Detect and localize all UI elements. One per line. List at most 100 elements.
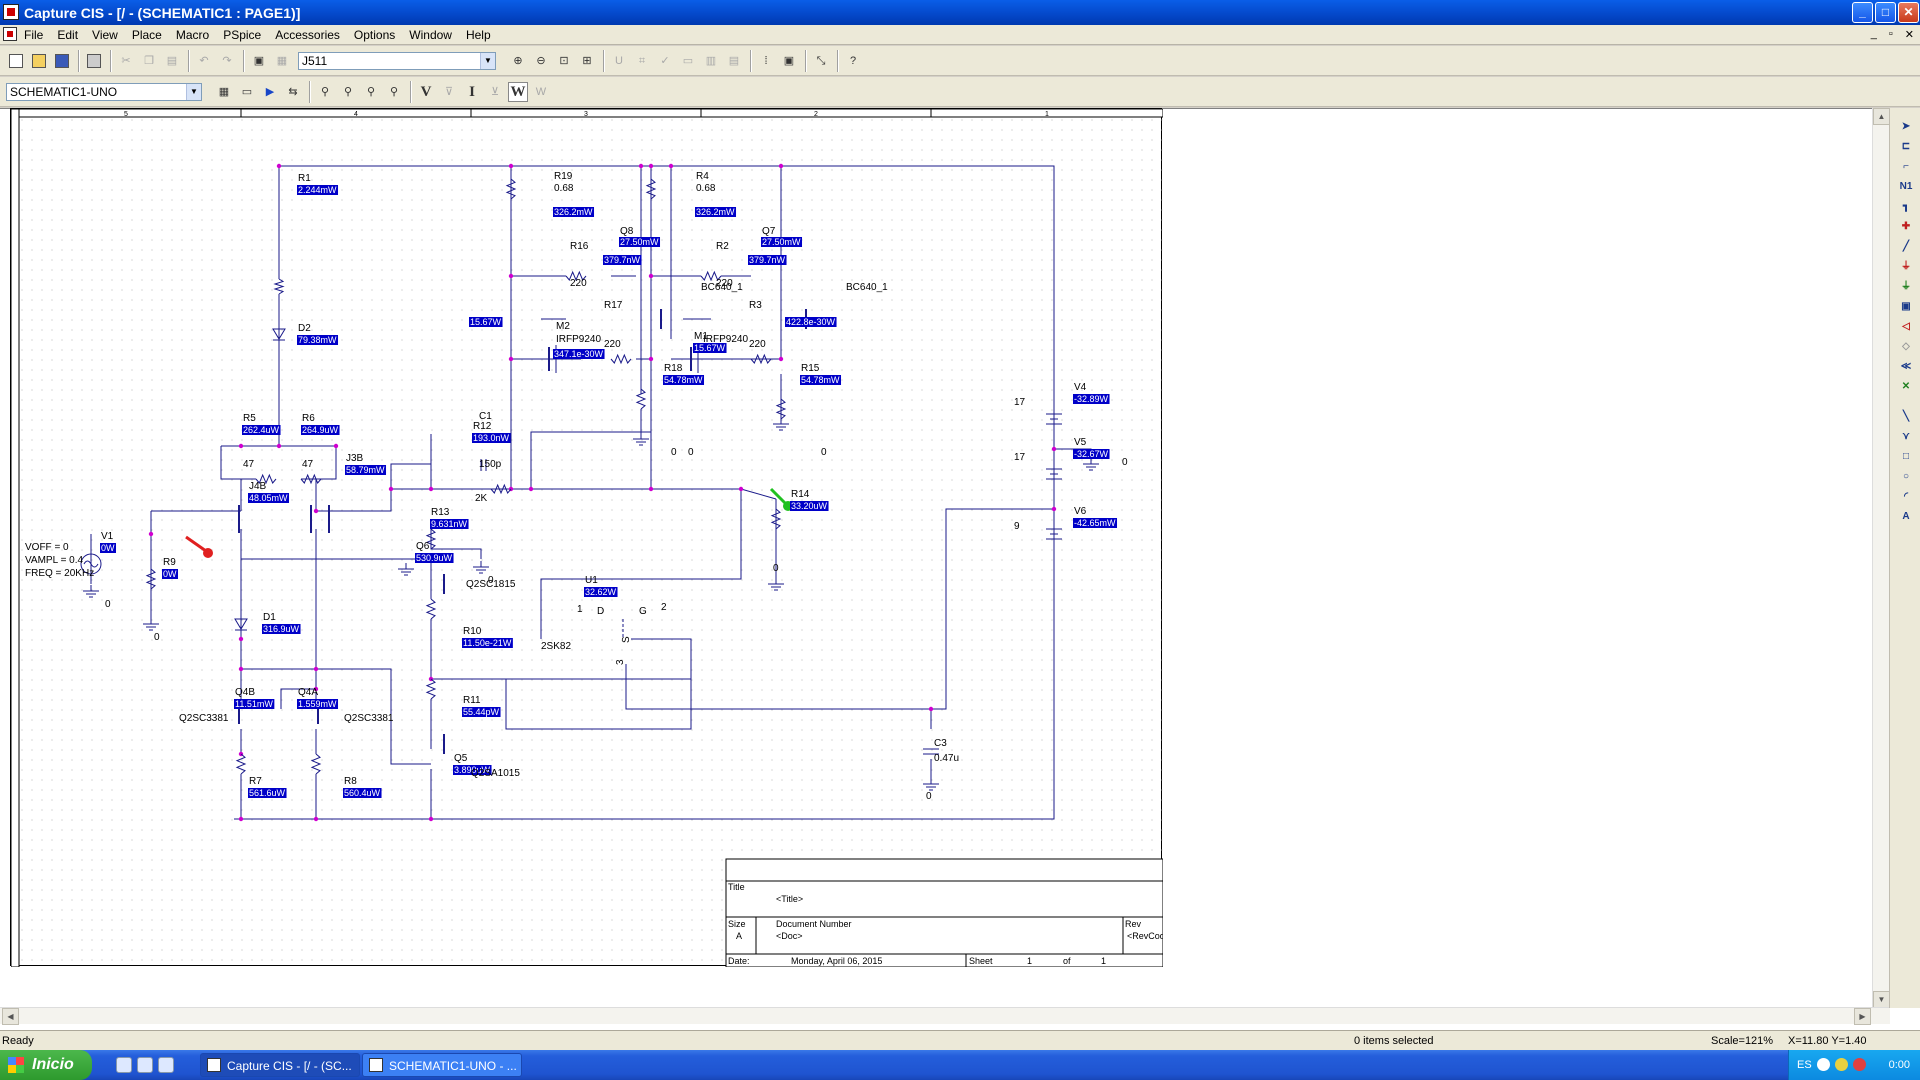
cross-reference-icon[interactable]: ▥ <box>705 55 717 67</box>
app-icon[interactable] <box>3 4 19 20</box>
voltage-toggle-icon[interactable]: ⊽ <box>444 86 454 98</box>
power-toggle-icon[interactable]: W <box>535 86 547 98</box>
project-manager-icon[interactable]: ▣ <box>783 55 795 67</box>
menu-item-options[interactable]: Options <box>353 28 396 42</box>
part-r15-value[interactable]: 54.78mW <box>801 375 840 385</box>
part-r19-value[interactable]: 326.2mW <box>554 207 593 217</box>
voltage-probe-icon[interactable] <box>769 487 788 506</box>
place-hierarchical-pin-icon[interactable]: ◇ <box>1902 341 1910 352</box>
part-m1-value[interactable]: 15.67W <box>694 343 726 353</box>
scroll-left-icon[interactable]: ◀ <box>2 1008 19 1025</box>
part-q4b-value[interactable]: 11.51mW <box>235 699 273 709</box>
scroll-up-icon[interactable]: ▲ <box>1873 108 1890 125</box>
part-r9-value[interactable]: 0W <box>163 569 177 579</box>
part-u1-value[interactable]: 32.62W <box>585 587 617 597</box>
redo-icon[interactable]: ↷ <box>222 55 232 67</box>
part-q8-value[interactable]: 27.50mW <box>620 237 659 247</box>
place-hierarchical-port-icon[interactable]: ◁ <box>1902 321 1910 332</box>
close-button[interactable]: ✕ <box>1898 2 1919 23</box>
part-j3b-value[interactable]: 58.79mW <box>346 465 385 475</box>
place-ellipse-icon[interactable]: ○ <box>1902 471 1910 482</box>
menu-item-edit[interactable]: Edit <box>57 28 79 42</box>
menu-item-accessories[interactable]: Accessories <box>275 28 340 42</box>
place-arc-icon[interactable]: ◜ <box>1904 491 1908 502</box>
part-q4a-value[interactable]: 1.559mW <box>298 699 337 709</box>
vertical-scrollbar[interactable]: ▲ ▼ <box>1872 108 1890 1008</box>
menu-item-pspice[interactable]: PSpice <box>223 28 262 42</box>
voltage-source-v1-icon[interactable] <box>80 553 102 575</box>
date-value[interactable]: Monday, April 06, 2015 <box>791 956 882 966</box>
zoom-out-icon[interactable]: ⊖ <box>536 55 546 67</box>
copy-icon[interactable]: ❐ <box>144 55 154 67</box>
desktop-icon[interactable] <box>137 1057 153 1073</box>
part-r13-value[interactable]: 9.631nW <box>431 519 468 529</box>
menu-item-macro[interactable]: Macro <box>175 28 210 42</box>
part-q5-value[interactable]: 3.890uW <box>454 765 491 775</box>
place-line-icon[interactable]: ╲ <box>1902 411 1910 422</box>
probe-voltage-icon[interactable]: ⚲ <box>320 86 330 98</box>
zoom-area-icon[interactable]: ⊡ <box>559 55 569 67</box>
diode-d1-icon[interactable] <box>234 618 248 630</box>
start-button[interactable]: Inicio <box>0 1050 92 1080</box>
cut-icon[interactable]: ✂ <box>121 55 131 67</box>
menu-item-view[interactable]: View <box>92 28 118 42</box>
place-bus-entry-icon[interactable]: ╱ <box>1902 241 1910 252</box>
maximize-button[interactable]: □ <box>1875 2 1896 23</box>
place-offpage-connector-icon[interactable]: ≪ <box>1900 361 1912 372</box>
part-q7-value[interactable]: 27.50mW <box>762 237 801 247</box>
place-hierarchical-block-icon[interactable]: ▣ <box>1901 301 1911 312</box>
docnum-value[interactable]: <Doc> <box>776 931 803 941</box>
part-r2-value[interactable]: 379.7nW <box>749 255 786 265</box>
part-j4b-value[interactable]: 48.05mW <box>249 493 288 503</box>
part-r18-value[interactable]: 54.78mW <box>664 375 703 385</box>
place-text-icon[interactable]: A <box>1902 511 1910 522</box>
view-results-icon[interactable]: ⇆ <box>288 86 298 98</box>
help-icon[interactable]: ? <box>849 55 857 67</box>
place-junction-icon[interactable]: ✚ <box>1901 221 1911 232</box>
task-schematic[interactable]: SCHEMATIC1-UNO - ... <box>362 1053 522 1077</box>
netlist-icon[interactable]: ▦ <box>276 55 288 67</box>
part-m2-value[interactable]: 15.67W <box>470 317 502 327</box>
cursor-icon[interactable]: ⤡ <box>816 55 826 67</box>
horizontal-scrollbar[interactable]: ◀ ▶ <box>0 1007 1890 1025</box>
part-r16-value[interactable]: 379.7nW <box>604 255 641 265</box>
part-r1-value[interactable]: 2.244mW <box>298 185 337 195</box>
menu-item-help[interactable]: Help <box>465 28 491 42</box>
part-r7-value[interactable]: 561.6uW <box>249 788 286 798</box>
place-bus-icon[interactable]: ┓ <box>1902 201 1910 212</box>
voltage-display-icon[interactable]: V <box>420 84 432 100</box>
alert-icon[interactable] <box>1853 1058 1866 1071</box>
media-player-icon[interactable] <box>158 1057 174 1073</box>
part-r8-value[interactable]: 560.4uW <box>344 788 381 798</box>
annotate-icon[interactable]: U <box>615 55 623 67</box>
part-combo[interactable]: J511▼ <box>298 52 496 70</box>
place-polyline-icon[interactable]: ⋎ <box>1902 431 1910 442</box>
rev-value[interactable]: <RevCode> <box>1127 931 1175 941</box>
place-ground-icon[interactable]: ⏚ <box>1901 281 1911 292</box>
language-indicator[interactable]: ES <box>1797 1059 1812 1071</box>
diode-d2-icon[interactable] <box>272 328 286 340</box>
task-capture-cis[interactable]: Capture CIS - [/ - (SC... <box>200 1053 360 1077</box>
menu-item-place[interactable]: Place <box>131 28 162 42</box>
probe-current-icon[interactable]: ⚲ <box>366 86 376 98</box>
part-q6-value[interactable]: 530.9uW <box>416 553 453 563</box>
run-icon[interactable]: ▶ <box>265 86 275 98</box>
undo-icon[interactable]: ↶ <box>199 55 209 67</box>
part-r3-value[interactable]: 422.8e-30W <box>786 317 836 327</box>
snap-grid-icon[interactable]: ⁞ <box>764 55 768 67</box>
place-rectangle-icon[interactable]: □ <box>1902 451 1910 462</box>
open-folder-icon[interactable] <box>29 51 49 71</box>
mdi-minimize-icon[interactable]: _ <box>1870 28 1877 40</box>
drc-icon[interactable]: ✓ <box>660 55 670 67</box>
part-d2-value[interactable]: 79.38mW <box>298 335 337 345</box>
part-r14-value[interactable]: 33.20uW <box>791 501 828 511</box>
place-no-connect-icon[interactable]: ✕ <box>1901 381 1911 392</box>
paste-icon[interactable]: ▤ <box>166 55 178 67</box>
mdi-close-icon[interactable]: ✕ <box>1904 29 1914 41</box>
save-icon[interactable] <box>52 51 72 71</box>
part-r10-value[interactable]: 11.50e-21W <box>463 638 512 648</box>
schematic-canvas[interactable]: 5 4 3 2 1 <box>10 108 1175 968</box>
chevron-down-icon[interactable]: ▼ <box>480 53 495 69</box>
part-r5-value[interactable]: 262.4uW <box>243 425 280 435</box>
probe-power-icon[interactable]: ⚲ <box>389 86 399 98</box>
